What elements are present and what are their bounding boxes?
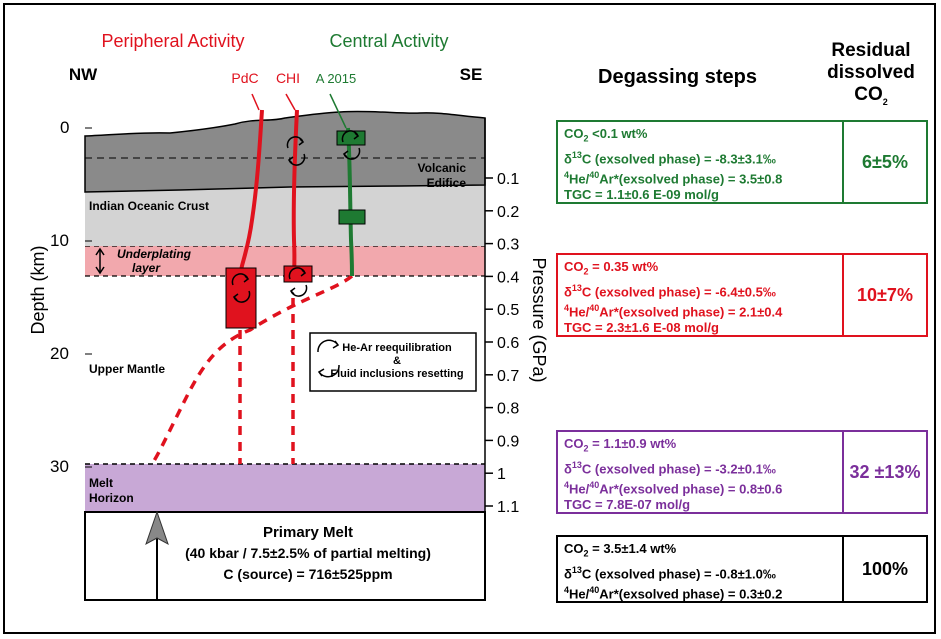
step-d13c-line: δ13C (exsolved phase) = -0.8±1.0‰ (564, 564, 776, 581)
residual-header-co: CO (854, 84, 883, 105)
step-d13c-line: δ13C (exsolved phase) = -6.4±0.5‰ (564, 282, 776, 299)
legend-line-1: He-Ar reequilibration (342, 342, 452, 354)
step-tgc-line: TGC = 1.1±0.6 E-09 mol/g (564, 187, 719, 203)
pressure-tick-label: 1.1 (497, 499, 519, 516)
legend-line-3: Fluid inclusions resetting (330, 368, 463, 380)
step-text-peripheral: CO2 = 0.35 wt% δ13C (exsolved phase) = -… (558, 255, 844, 335)
step-d13c-line: δ13C (exsolved phase) = -8.3±3.1‰ (564, 149, 776, 166)
step-tgc-line: TGC = 2.3±1.6 E-08 mol/g (564, 320, 719, 336)
step-text-central: CO2 <0.1 wt% δ13C (exsolved phase) = -8.… (558, 122, 844, 202)
pressure-tick-label: 0.2 (497, 204, 519, 221)
legend-cycle-icon (317, 339, 340, 378)
cycle-icon-chi-shallow (286, 136, 306, 166)
pressure-tick-label: 0.5 (497, 302, 519, 319)
a2015-label: A 2015 (316, 71, 357, 86)
pdc-label: PdC (231, 70, 258, 86)
pressure-ticks: 0.1 0.2 0.3 0.4 0.5 0.6 0.7 0.8 0.9 1 1.1 (485, 171, 519, 516)
pdc-pointer (251, 93, 260, 111)
melt-horizon-label-1: Melt (89, 476, 113, 490)
step-tgc-line: TGC = 7.8E-07 mol/g (564, 497, 691, 513)
residual-value: 6±5% (862, 152, 908, 172)
primary-melt-title: Primary Melt (263, 524, 353, 541)
step-box-melt-horizon: CO2 = 1.1±0.9 wt% δ13C (exsolved phase) … (556, 430, 928, 514)
residual-value: 10±7% (857, 285, 913, 305)
step-box-central: CO2 <0.1 wt% δ13C (exsolved phase) = -8.… (556, 120, 928, 204)
step-box-primary: CO2 = 3.5±1.4 wt% δ13C (exsolved phase) … (556, 535, 928, 603)
melt-horizon-band (85, 464, 485, 512)
step-co2-line: CO2 <0.1 wt% (564, 126, 648, 144)
mantle-dashed-path-left (150, 274, 354, 465)
underplating-label-1: Underplating (117, 247, 192, 261)
step-hear-line: 4He/40Ar*(exsolved phase) = 3.5±0.8 (564, 169, 783, 187)
nw-label: NW (69, 65, 98, 84)
double-arrow-icon (95, 247, 105, 275)
upward-arrow-icon (145, 510, 169, 546)
degassing-steps-header: Degassing steps (598, 66, 757, 88)
pressure-tick-label: 0.8 (497, 401, 519, 418)
residual-header-line-2: dissolved (827, 62, 915, 83)
pdc-reservoir (225, 267, 257, 329)
legend-line-2: & (393, 355, 401, 367)
primary-melt-carbon: C (source) = 716±525ppm (223, 566, 392, 582)
central-pointer (329, 93, 347, 129)
residual-value: 32 ±13% (849, 462, 921, 482)
step-box-peripheral: CO2 = 0.35 wt% δ13C (exsolved phase) = -… (556, 253, 928, 337)
pressure-tick-label: 0.3 (497, 237, 519, 254)
cycle-icon-chi-deep (288, 267, 308, 297)
pdc-conduit (238, 109, 264, 276)
underplating-label-2: layer (132, 261, 161, 275)
pressure-tick-label: 0.7 (497, 368, 519, 385)
step-text-melt-horizon: CO2 = 1.1±0.9 wt% δ13C (exsolved phase) … (558, 432, 844, 512)
pressure-axis-label: Pressure (GPa) (529, 257, 549, 382)
upper-mantle-label: Upper Mantle (89, 362, 165, 376)
depth-axis-label: Depth (km) (28, 245, 48, 334)
step-co2-line: CO2 = 0.35 wt% (564, 259, 659, 277)
depth-tick-label-0: 0 (60, 118, 69, 137)
oceanic-crust-label: Indian Oceanic Crust (89, 199, 209, 213)
step-d13c-line: δ13C (exsolved phase) = -3.2±0.1‰ (564, 459, 776, 476)
depth-tick-label-10: 10 (50, 231, 69, 250)
se-label: SE (460, 65, 483, 84)
pressure-tick-label: 1 (497, 466, 506, 483)
residual-header-line-3: CO2 (806, 84, 936, 113)
step-hear-line: 4He/40Ar*(exsolved phase) = 2.1±0.4 (564, 302, 783, 320)
step-co2-line: CO2 = 1.1±0.9 wt% (564, 436, 677, 454)
volcanic-edifice-band (84, 110, 486, 193)
depth-tick-label-20: 20 (50, 344, 69, 363)
central-deep-reservoir (338, 209, 366, 225)
central-conduit (346, 127, 354, 277)
volcanic-label-1: Volcanic (418, 161, 467, 175)
chi-pointer (285, 93, 296, 111)
cycle-icon-pdc (231, 273, 251, 303)
step-co2-line: CO2 = 3.5±1.4 wt% (564, 541, 677, 559)
depth-tick-label-30: 30 (50, 457, 69, 476)
residual-value: 100% (861, 559, 909, 579)
pressure-tick-label: 0.4 (497, 269, 519, 286)
legend-box (309, 332, 477, 392)
residual-header-line-1: Residual (831, 40, 911, 61)
peripheral-activity-label: Peripheral Activity (101, 31, 244, 51)
chi-label: CHI (276, 70, 300, 86)
step-hear-line: 4He/40Ar*(exsolved phase) = 0.8±0.6 (564, 479, 783, 497)
volcanic-label-2: Edifice (427, 176, 467, 190)
primary-melt-conditions: (40 kbar / 7.5±2.5% of partial melting) (185, 545, 431, 561)
figure-frame (3, 3, 936, 634)
step-hear-line: 4He/40Ar*(exsolved phase) = 0.3±0.2 (564, 584, 783, 602)
cycle-icon-central (341, 130, 361, 160)
central-activity-label: Central Activity (329, 31, 448, 51)
pressure-tick-label: 0.1 (497, 171, 519, 188)
step-text-primary: CO2 = 3.5±1.4 wt% δ13C (exsolved phase) … (558, 537, 844, 601)
melt-horizon-label-2: Horizon (89, 491, 134, 505)
pressure-tick-label: 0.9 (497, 433, 519, 450)
residual-header: Residual dissolved CO2 (806, 40, 936, 113)
residual-header-sub: 2 (882, 96, 888, 107)
oceanic-crust-band (85, 185, 485, 246)
central-shallow-reservoir (336, 130, 366, 146)
pressure-tick-label: 0.6 (497, 335, 519, 352)
